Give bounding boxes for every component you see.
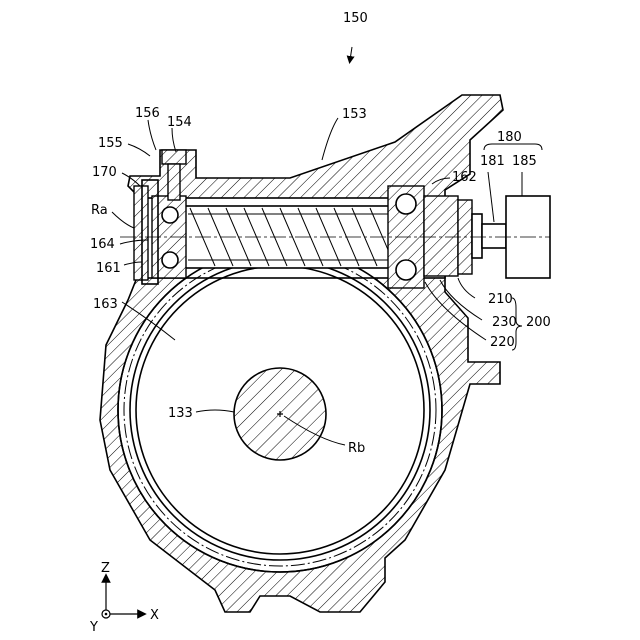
figure-number-label: 150 bbox=[343, 11, 368, 26]
label-220: 220 bbox=[490, 335, 515, 350]
label-153: 153 bbox=[342, 107, 367, 122]
label-155: 155 bbox=[98, 136, 123, 151]
label-163: 163 bbox=[93, 297, 118, 312]
label-185: 185 bbox=[512, 154, 537, 169]
label-ra: Ra bbox=[91, 203, 108, 218]
axis-x-label: X bbox=[150, 608, 159, 623]
label-154: 154 bbox=[167, 115, 192, 130]
label-210: 210 bbox=[488, 292, 513, 307]
label-156: 156 bbox=[135, 106, 160, 121]
shaft-133 bbox=[234, 368, 326, 460]
label-181: 181 bbox=[480, 154, 505, 169]
label-162: 162 bbox=[452, 170, 477, 185]
axis-z-label: Z bbox=[101, 561, 110, 576]
label-133: 133 bbox=[168, 406, 193, 421]
label-180: 180 bbox=[497, 130, 522, 145]
label-rb: Rb bbox=[348, 441, 365, 456]
label-164: 164 bbox=[90, 237, 115, 252]
label-170: 170 bbox=[92, 165, 117, 180]
label-200: 200 bbox=[526, 315, 551, 330]
label-230: 230 bbox=[492, 315, 517, 330]
axes-indicator: Z X Y bbox=[89, 561, 159, 635]
label-161: 161 bbox=[96, 261, 121, 276]
coupling-200 bbox=[424, 196, 506, 276]
axis-y-label: Y bbox=[89, 620, 98, 635]
housing-153 bbox=[100, 95, 503, 612]
